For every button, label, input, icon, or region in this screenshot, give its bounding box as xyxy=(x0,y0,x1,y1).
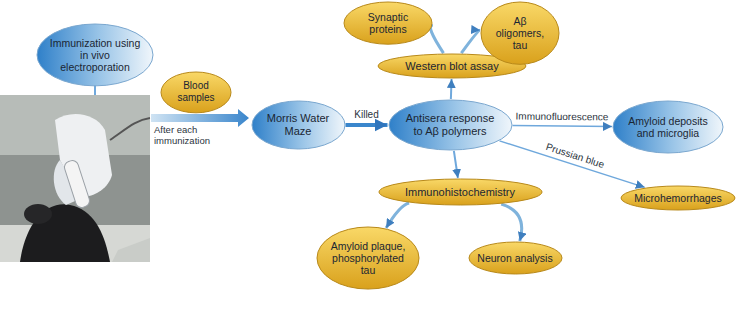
node-label: Blood samples xyxy=(167,80,225,103)
ellipse-node: Neuron analysis xyxy=(468,241,563,275)
connector-arrow xyxy=(454,151,458,178)
node-label: Western blot assay xyxy=(405,60,498,73)
mouse-head xyxy=(24,204,52,224)
node-text: Antisera response to Aβ polymers xyxy=(400,112,500,137)
ellipse-node: Synaptic proteins xyxy=(343,1,433,45)
electrode-cable xyxy=(110,118,150,140)
node-label: Morris Water Maze xyxy=(260,112,336,137)
connector-arrow xyxy=(430,25,443,53)
node-text: Immunohistochemistry xyxy=(405,186,515,199)
ellipse-node: Aβ oligomers, tau xyxy=(480,1,560,65)
mouse-body xyxy=(20,204,110,262)
annotation-label: After each immunization xyxy=(154,125,246,147)
node-text: Immunization using in vivo electroporati… xyxy=(48,37,142,73)
node-label: Synaptic proteins xyxy=(352,11,424,35)
ellipse-node: Amyloid deposits and microglia xyxy=(612,100,724,154)
node-label: Aβ oligomers, tau xyxy=(488,15,552,51)
node-text: Amyloid deposits and microglia xyxy=(623,115,713,139)
ellipse-shape xyxy=(252,101,345,149)
ellipse-shape xyxy=(379,179,542,205)
ellipse-shape xyxy=(317,227,419,289)
ellipse-shape xyxy=(344,2,432,44)
node-label: Amyloid deposits and microglia xyxy=(623,115,713,139)
connector-arrow xyxy=(450,79,453,99)
node-label: Antisera response to Aβ polymers xyxy=(400,112,500,137)
connector-arrow xyxy=(512,125,612,127)
node-label: Immunization using in vivo electroporati… xyxy=(48,37,142,73)
node-label: Amyloid plaque, phosphorylated tau xyxy=(327,240,410,276)
ellipse-node: Morris Water Maze xyxy=(251,100,346,150)
node-text: Aβ oligomers, tau xyxy=(488,15,552,51)
connector-arrow xyxy=(500,141,645,187)
node-text: Western blot assay xyxy=(405,60,498,73)
node-text: Blood samples xyxy=(167,80,225,103)
node-text: Microhemorrhages xyxy=(634,192,722,204)
connector-arrow xyxy=(501,204,521,241)
edge-label: Prussian blue xyxy=(544,142,605,170)
ellipse-shape xyxy=(161,72,231,113)
node-text: Synaptic proteins xyxy=(352,11,424,35)
ellipse-shape xyxy=(481,2,559,64)
photo-paper xyxy=(112,238,150,262)
connector-arrow xyxy=(386,203,409,228)
node-text: Morris Water Maze xyxy=(260,112,336,137)
edge-label: Immunofluorescence xyxy=(516,112,609,123)
ellipse-shape xyxy=(37,24,153,86)
node-text: Amyloid plaque, phosphorylated tau xyxy=(327,240,410,276)
ellipse-shape xyxy=(621,186,735,210)
ellipse-node: Immunohistochemistry xyxy=(378,178,543,206)
photo-background xyxy=(0,95,150,262)
ellipse-shape xyxy=(613,101,723,153)
ellipse-node: Antisera response to Aβ polymers xyxy=(388,99,513,151)
node-label: Microhemorrhages xyxy=(634,192,722,204)
ellipse-node: Immunization using in vivo electroporati… xyxy=(36,23,154,87)
node-label: Neuron analysis xyxy=(477,252,552,264)
ellipse-node: Blood samples xyxy=(160,71,232,114)
node-text: Neuron analysis xyxy=(477,252,552,264)
connector-arrow xyxy=(346,123,388,127)
connector-arrow xyxy=(461,30,480,53)
ellipse-shape xyxy=(469,242,562,274)
ellipse-node: Amyloid plaque, phosphorylated tau xyxy=(316,226,420,290)
node-label: Immunohistochemistry xyxy=(405,186,515,199)
ellipse-node: Microhemorrhages xyxy=(620,185,736,211)
ellipse-shape xyxy=(389,100,512,150)
edge-label: Killed xyxy=(354,110,378,120)
electrode-handle xyxy=(63,159,91,209)
